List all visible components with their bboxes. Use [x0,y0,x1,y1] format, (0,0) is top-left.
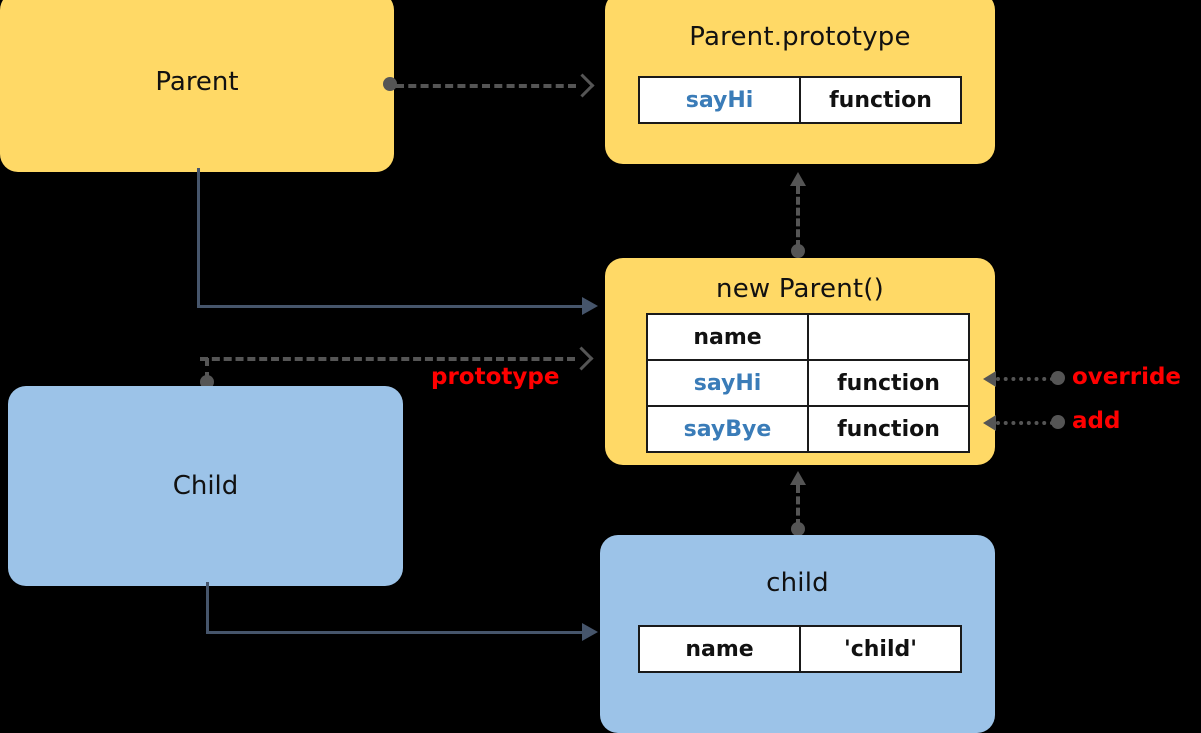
parent-prototype-link-origin-dot [383,77,397,91]
parent-to-instance-horizontal-line [197,305,582,308]
table-row: sayBye function [646,405,970,453]
property-value: function [807,405,970,453]
property-value [807,313,970,361]
child-instance-property-table: name 'child' [638,625,962,673]
parent-to-prototype-arrowhead [570,73,595,98]
child-prototype-dashed-vertical [205,358,209,380]
node-parent-prototype[interactable]: Parent.prototype sayHi function [605,0,995,164]
child-to-instance-horizontal-line [206,631,582,634]
node-new-parent[interactable]: new Parent() name sayHi function sayBye … [605,258,995,465]
child-to-instance-link-origin-dot [791,522,805,536]
child-prototype-dashed-horizontal [200,357,575,361]
table-row: sayHi function [638,76,962,124]
override-origin-dot [1051,371,1065,385]
parent-to-instance-vertical-line [197,168,200,308]
table-row: name [646,313,970,361]
annotation-override: override [1072,364,1182,390]
node-child-constructor[interactable]: Child [8,386,403,586]
child-prototype-arrowhead [569,346,594,371]
parent-prototype-property-table: sayHi function [638,76,962,124]
table-row: name 'child' [638,625,962,673]
node-parent[interactable]: Parent [0,0,394,172]
instance-to-prototype-arrowhead [790,172,806,186]
property-key: sayHi [646,359,809,407]
node-child-constructor-label: Child [172,471,239,501]
property-value: 'child' [799,625,962,673]
annotation-add: add [1072,408,1121,434]
new-parent-property-table: name sayHi function sayBye function [646,313,970,453]
node-new-parent-label: new Parent() [716,274,884,304]
property-key: name [646,313,809,361]
instance-to-prototype-dashed-line [796,186,800,248]
override-dotted-line [996,377,1054,381]
node-parent-prototype-label: Parent.prototype [689,22,911,52]
add-origin-dot [1051,415,1065,429]
parent-to-prototype-dashed-line [396,84,576,88]
add-arrowhead [983,415,996,431]
property-value: function [807,359,970,407]
property-key: sayHi [638,76,801,124]
property-key: sayBye [646,405,809,453]
node-child-instance-label: child [766,568,829,598]
annotation-prototype: prototype [431,364,560,390]
table-row: sayHi function [646,359,970,407]
instance-to-prototype-link-origin-dot [791,244,805,258]
child-prototype-link-origin-dot [200,375,214,389]
child-to-instance-vertical-line [206,582,209,634]
child-to-new-parent-arrowhead [790,471,806,485]
parent-to-instance-arrowhead [582,297,598,315]
child-to-instance-arrowhead [582,623,598,641]
override-arrowhead [983,371,996,387]
node-child-instance[interactable]: child name 'child' [600,535,995,733]
child-to-new-parent-dashed-line [796,485,800,527]
add-dotted-line [996,421,1054,425]
property-key: name [638,625,801,673]
property-value: function [799,76,962,124]
node-parent-label: Parent [155,67,239,97]
